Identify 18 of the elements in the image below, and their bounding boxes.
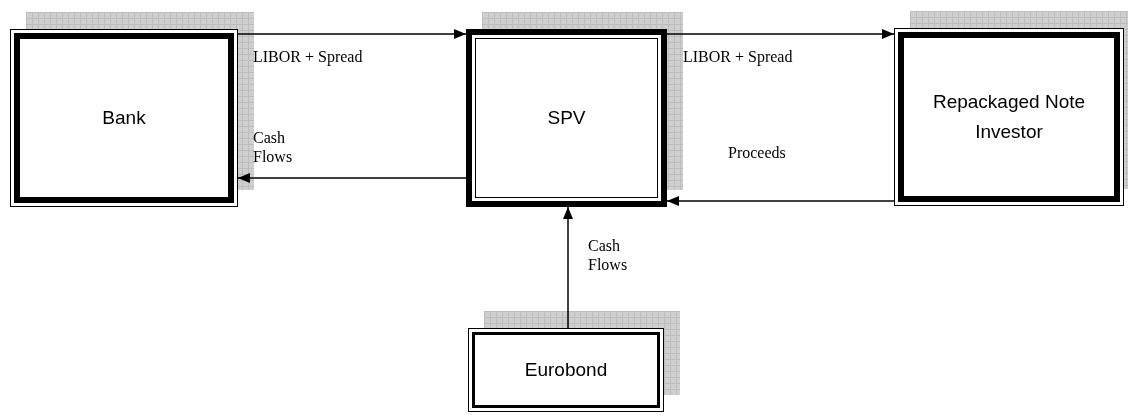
- edge-label: Cash Flows: [588, 236, 629, 274]
- arrow: [666, 196, 895, 206]
- node-label: Repackaged Note Investor: [931, 90, 1087, 144]
- node-label: Eurobond: [523, 358, 609, 382]
- arrow: [237, 173, 467, 183]
- edge-label: LIBOR + Spread: [253, 47, 364, 66]
- edge-label: Cash Flows: [253, 128, 294, 166]
- process-box: [466, 29, 667, 207]
- arrow: [237, 29, 467, 39]
- node-label: SPV: [546, 106, 587, 130]
- arrow: [563, 206, 573, 329]
- node-label: Bank: [101, 106, 147, 130]
- edge-label: Proceeds: [728, 143, 787, 162]
- edge-label: LIBOR + Spread: [683, 47, 794, 66]
- process-box: [468, 328, 664, 412]
- process-box: [10, 29, 238, 207]
- arrow: [666, 29, 895, 39]
- process-box: [894, 28, 1124, 206]
